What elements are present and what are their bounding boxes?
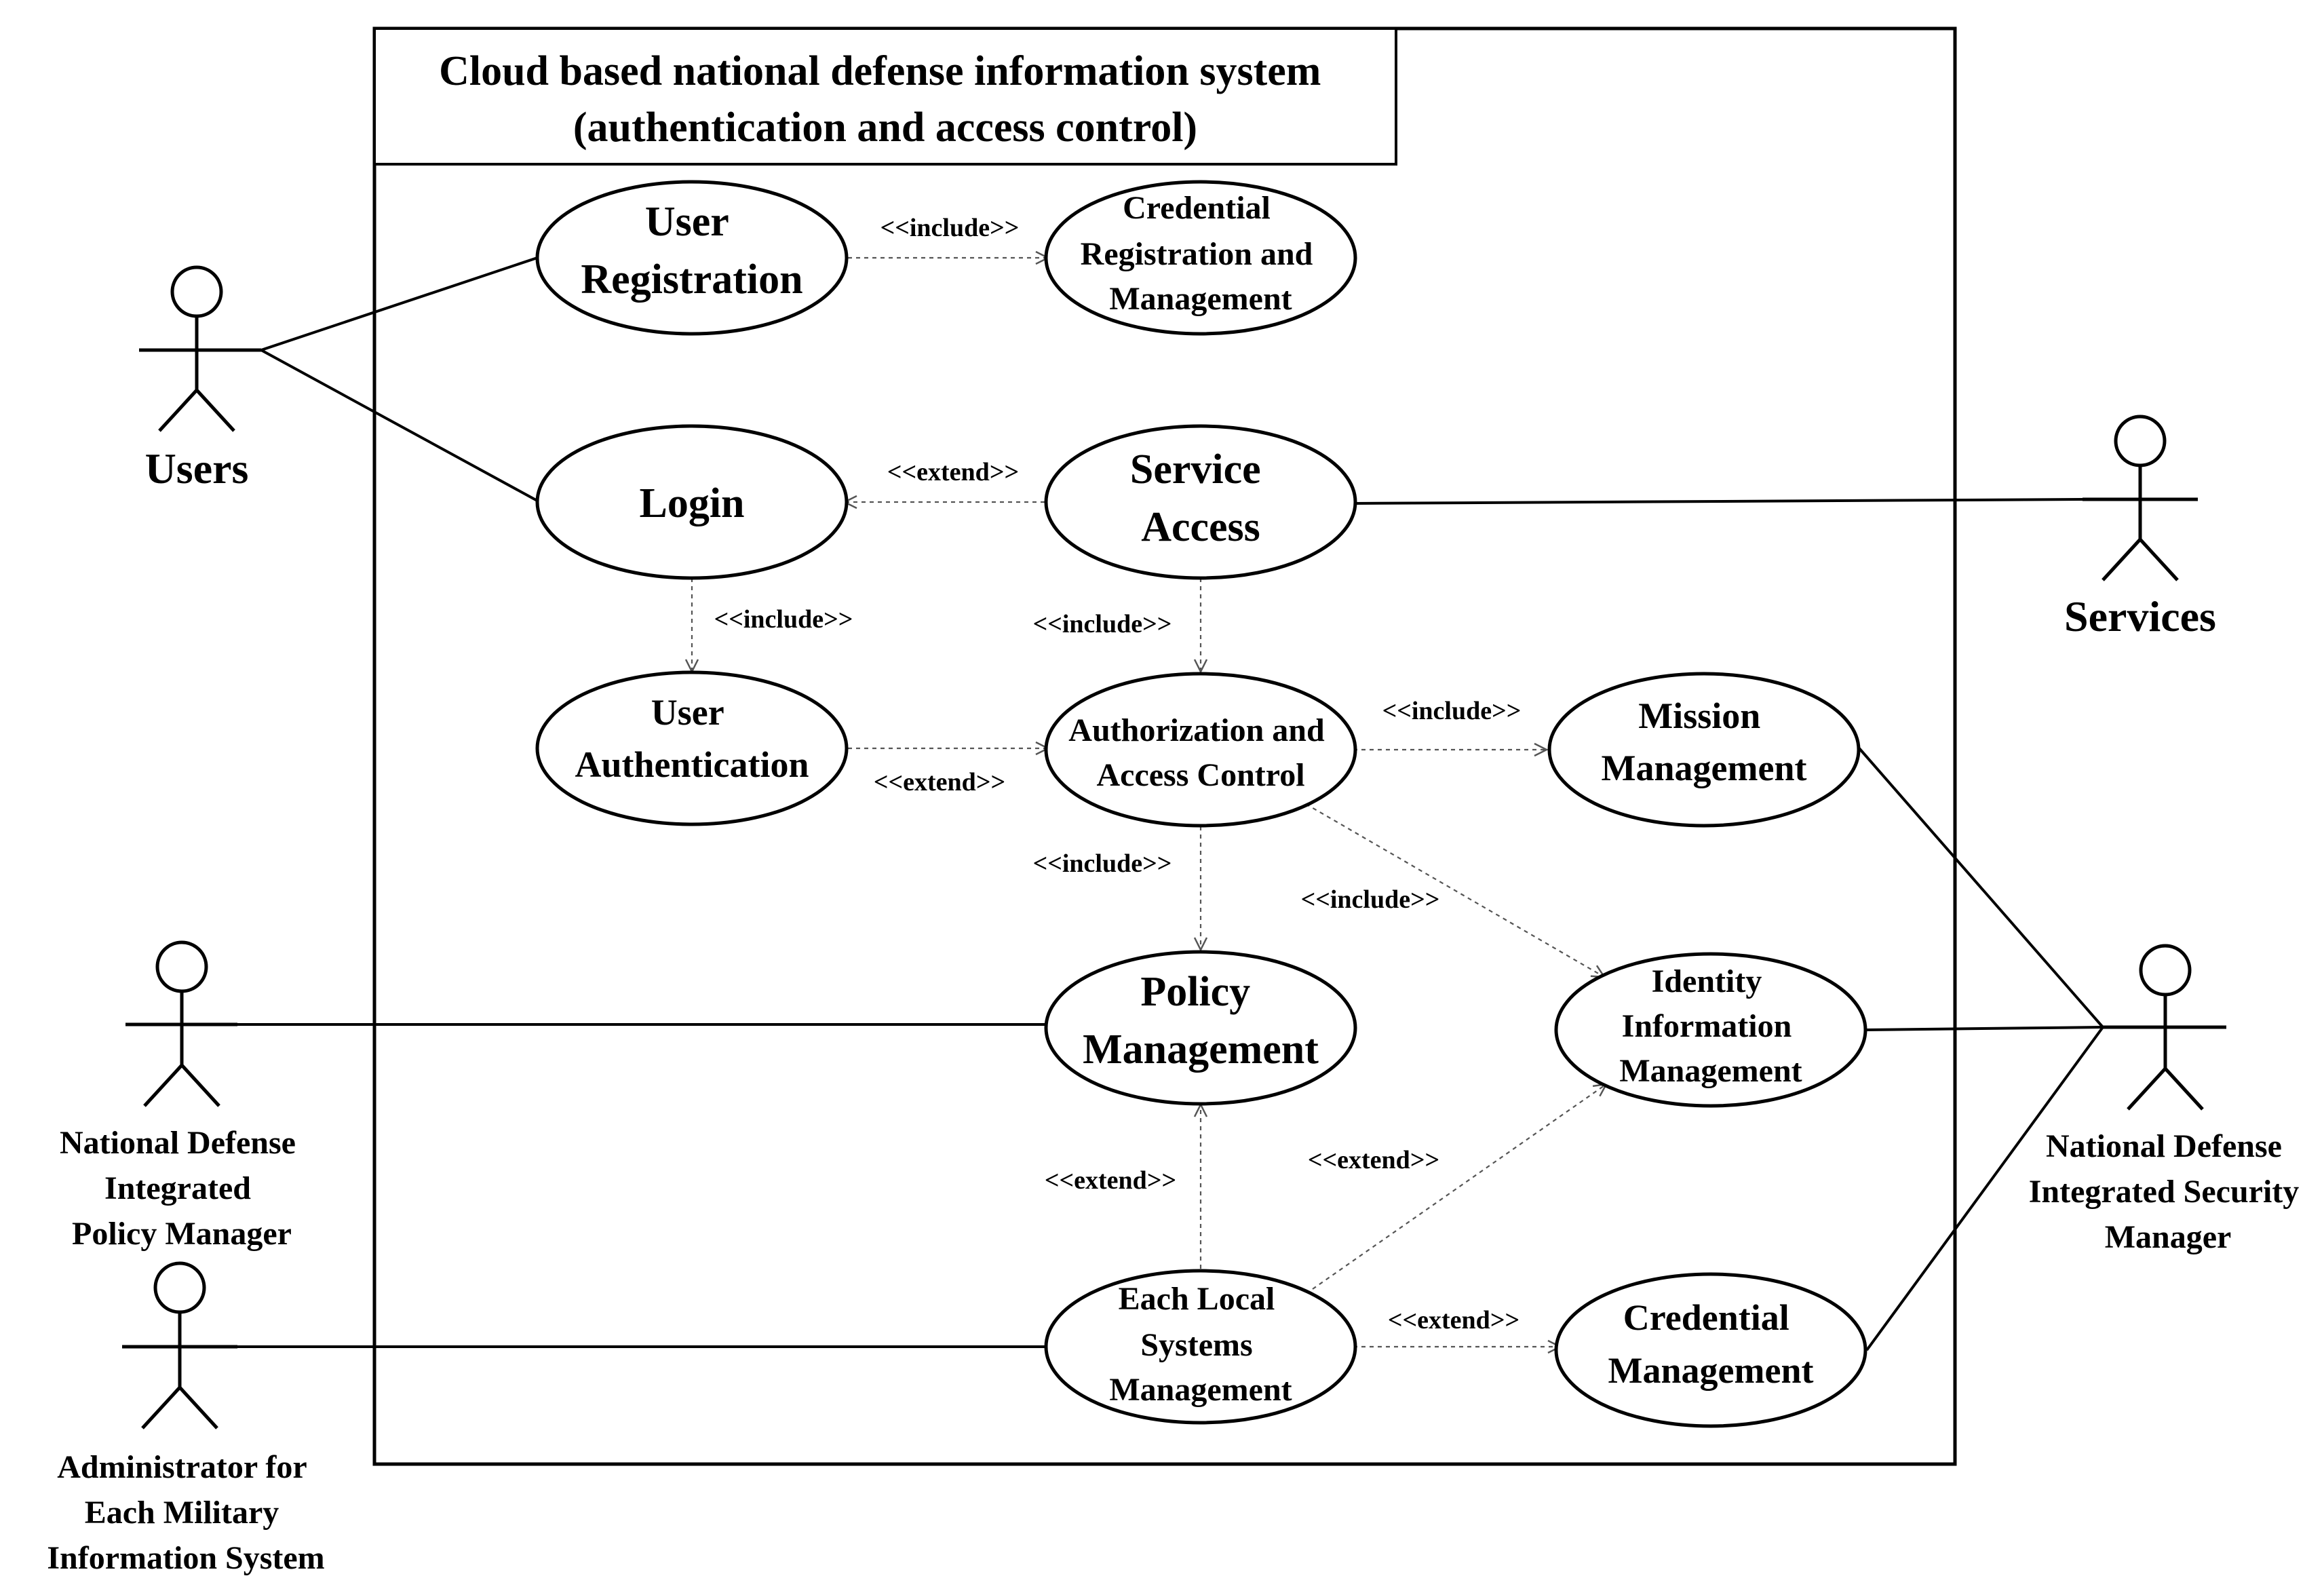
actor-users: Users [139, 265, 261, 493]
label-extend-local-credential: <<extend>> [1388, 1306, 1519, 1335]
use-case-user-authentication: User Authentication [535, 670, 849, 826]
actor-services: Services [2064, 415, 2216, 640]
dep-authorization-identity [1305, 803, 1604, 977]
assoc-security-credential [1865, 1026, 2104, 1351]
assoc-users-login [260, 349, 538, 502]
system-title: Cloud based national defense information… [439, 48, 1332, 151]
use-case-login: Login [535, 424, 849, 580]
actor-security-manager: National Defense Integrated Security Man… [2029, 944, 2308, 1255]
use-case-identity-information-management: Identity Information Management [1554, 952, 1867, 1108]
svg-text:Administrator for Each M: Administrator for Each Military Informat… [47, 1449, 324, 1576]
label-include-identity: <<include>> [1301, 885, 1440, 914]
label-include-service-authz: <<include>> [1033, 610, 1172, 638]
use-case-credential-registration: Credential Registration and Management [1044, 180, 1357, 336]
label-include-registration: <<include>> [880, 214, 1020, 242]
label-extend-local-policy: <<extend>> [1045, 1166, 1176, 1195]
stick-figure-icon [139, 265, 261, 432]
svg-text:Service Access: Service Access [1130, 446, 1271, 550]
label-extend-local-identity: <<extend>> [1308, 1146, 1439, 1174]
use-case-authorization-access-control: Authorization and Access Control [1044, 672, 1357, 828]
use-case-credential-management: Credential Management [1554, 1272, 1867, 1428]
svg-text:Authorization and Access: Authorization and Access Control [1068, 712, 1332, 793]
label-extend-service-login: <<extend>> [887, 458, 1019, 486]
svg-text:Services: Services [2064, 592, 2216, 640]
actor-policy-manager: National Defense Integrated Policy Manag… [60, 940, 304, 1252]
use-case-each-local-systems-management: Each Local Systems Management [1044, 1269, 1357, 1425]
stick-figure-icon [122, 1261, 237, 1429]
dep-local-identity [1312, 1084, 1606, 1290]
actor-administrator: Administrator for Each Military Informat… [47, 1261, 325, 1576]
label-include-policy: <<include>> [1033, 849, 1172, 878]
use-case-user-registration: User Registration [535, 180, 849, 336]
assoc-security-identity [1865, 1026, 2104, 1031]
stick-figure-icon [2083, 415, 2198, 581]
svg-text:Each Local Systems: Each Local Systems Management [1109, 1281, 1292, 1408]
svg-text:User Registration: User Registration [581, 199, 802, 303]
use-case-mission-management: Mission Management [1547, 672, 1861, 828]
svg-text:Policy Management: Policy Management [1083, 969, 1319, 1073]
assoc-users-registration [260, 256, 538, 351]
svg-text:Mission Management: Mission Management [1602, 695, 1807, 788]
label-include-login-auth: <<include>> [714, 605, 853, 634]
system-title-box [373, 27, 1397, 166]
svg-text:Users: Users [145, 444, 249, 493]
svg-text:Credential Registration: Credential Registration and Management [1081, 190, 1321, 317]
assoc-security-mission [1857, 746, 2104, 1029]
assoc-services-service-access [1353, 498, 2083, 505]
use-case-service-access: Service Access [1044, 424, 1357, 580]
stick-figure-icon [2103, 944, 2226, 1111]
svg-text:National Defense Integra: National Defense Integrated Security Man… [2029, 1128, 2308, 1255]
svg-text:User Authentication: User Authentication [575, 692, 809, 785]
svg-text:Login: Login [639, 480, 744, 526]
svg-text:Credential Management: Credential Management [1608, 1297, 1814, 1391]
stick-figure-icon [125, 940, 237, 1107]
label-extend-auth-authz: <<extend>> [874, 768, 1005, 797]
svg-text:National Defense Integra: National Defense Integrated Policy Manag… [60, 1125, 304, 1252]
svg-text:Identity Information: Identity Information Management [1619, 963, 1802, 1089]
use-case-policy-management: Policy Management [1044, 950, 1357, 1106]
label-include-mission: <<include>> [1382, 697, 1522, 725]
